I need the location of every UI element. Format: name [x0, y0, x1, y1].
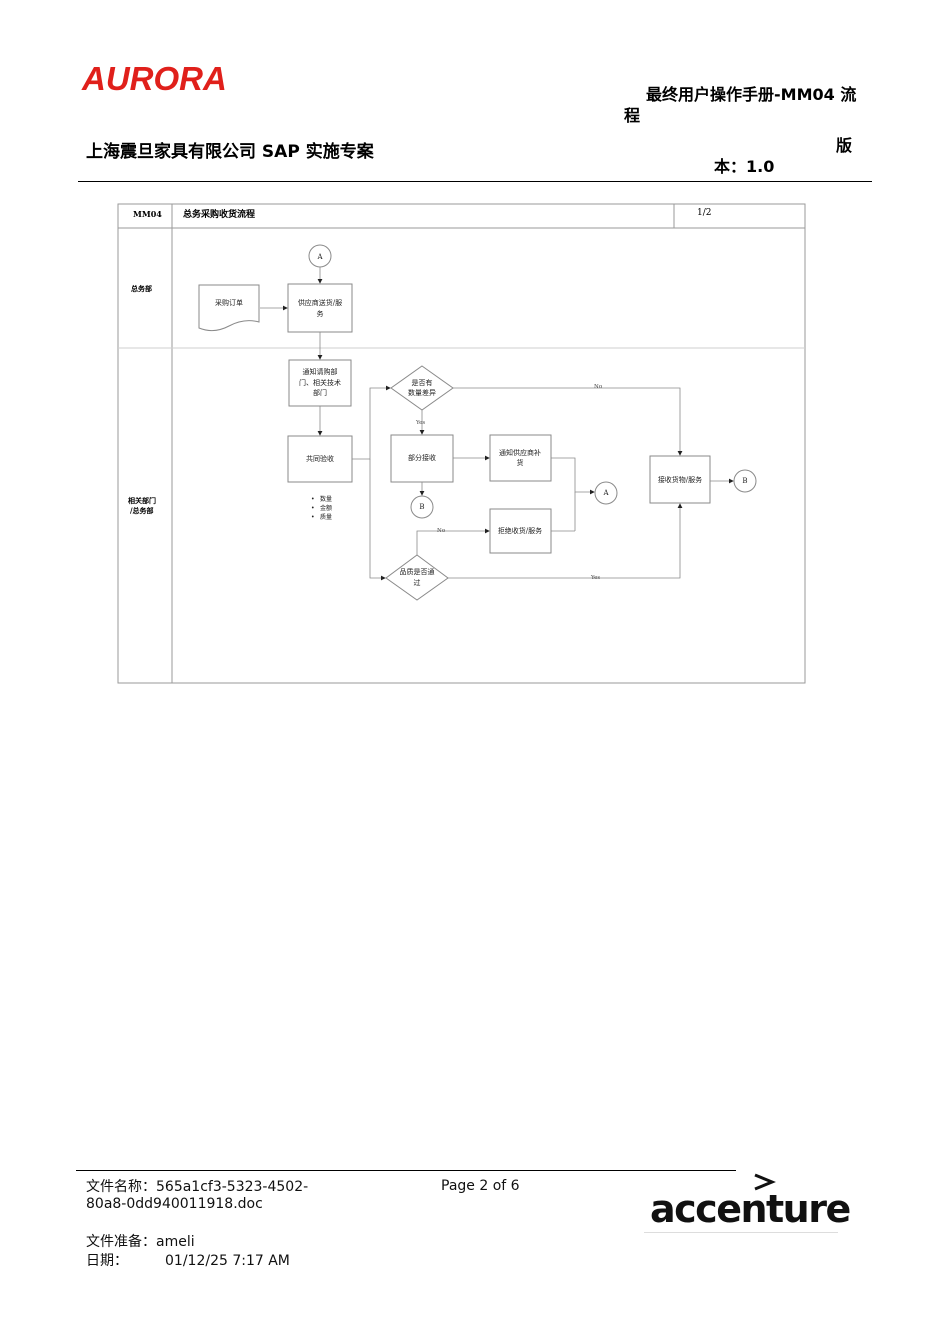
reject-label: 拒绝收货/服务: [498, 526, 542, 535]
qty-diff-diamond: [390, 365, 454, 411]
supplier-line2: 务: [317, 309, 324, 318]
footer-date-label: 日期：: [86, 1253, 128, 1269]
connector-a-top-label: A: [316, 253, 323, 261]
supplier-delivery-box: [287, 283, 353, 333]
receive-goods-box: [649, 455, 711, 504]
footer-page: Page 2 of 6: [441, 1178, 520, 1194]
notify-supplier-box: [489, 434, 552, 482]
footer-date-value: 01/12/25 7:17 AM: [165, 1253, 290, 1269]
qty-diff-line2: 数量差异: [408, 388, 436, 397]
version-line2: 本：1.0: [714, 157, 775, 176]
connector-a-right: [594, 481, 618, 505]
footer-preparer: 文件准备：ameli: [86, 1234, 195, 1250]
qty-diff-line1: 是否有: [412, 378, 433, 387]
supplier-line1: 供应商送货/服: [298, 298, 342, 307]
flowchart: MM04 总务采购收货流程 1/2 总务部 相关部门 /总务部: [117, 203, 806, 684]
notify-line1: 通知请购部: [303, 367, 338, 376]
purchase-order-doc: [198, 284, 260, 332]
accenture-logo: accenture: [650, 1187, 851, 1231]
joint-accept-label: 共同验收: [306, 454, 334, 463]
lane-label-2a: 相关部门: [128, 496, 156, 505]
notify-supplier-line1: 通知供应商补: [499, 448, 541, 457]
check-item-2: 金额: [320, 504, 332, 512]
flow-title: 总务采购收货流程: [183, 208, 255, 220]
logo-underline: [644, 1232, 838, 1233]
label-no-top: No: [594, 384, 603, 390]
check-items-list: • 数量 • 金额 • 质量: [311, 495, 332, 521]
version-line1: 版: [836, 136, 853, 155]
connector-b-right-label: B: [742, 477, 747, 485]
notify-supplier-line2: 货: [517, 458, 524, 467]
label-no-bottom: No: [437, 528, 446, 534]
quality-diamond: [385, 554, 449, 601]
svg-text:•: •: [311, 505, 315, 512]
label-yes-mid: Yes: [415, 420, 425, 426]
purchase-order-label: 采购订单: [215, 298, 243, 307]
connector-b-right: [733, 469, 757, 493]
connector-a-right-label: A: [602, 489, 609, 497]
joint-acceptance-box: [287, 435, 353, 483]
receive-goods-label: 接收货物/服务: [658, 475, 702, 484]
lane-label-1: 总务部: [131, 284, 152, 293]
accenture-chevron-icon: [754, 1173, 776, 1191]
notify-line3: 部门: [313, 388, 327, 397]
flow-frame: [117, 203, 806, 684]
company-name: 上海震旦家具有限公司 SAP 实施专案: [86, 142, 374, 162]
check-item-1: 数量: [320, 495, 332, 503]
footer-filename-line1: 文件名称：565a1cf3-5323-4502-: [86, 1179, 309, 1195]
svg-text:•: •: [311, 514, 315, 521]
quality-line2: 过: [414, 578, 421, 587]
reject-box: [489, 508, 552, 554]
doc-title-line2: 程: [624, 106, 641, 125]
connector-b-mid: [410, 495, 434, 519]
notify-line2: 门、相关技术: [299, 378, 341, 387]
lane-label-2b: /总务部: [130, 506, 154, 515]
flow-code: MM04: [133, 209, 162, 219]
footer-rule: [76, 1170, 736, 1171]
doc-title-line1: 最终用户操作手册-MM04 流: [646, 85, 857, 104]
label-yes-bottom: Yes: [590, 575, 600, 581]
flow-page: 1/2: [697, 208, 711, 218]
partial-receive-label: 部分接收: [408, 453, 436, 462]
partial-receive-box: [390, 434, 454, 483]
connector-b-mid-label: B: [419, 503, 424, 511]
svg-text:•: •: [311, 496, 315, 503]
check-item-3: 质量: [320, 513, 332, 521]
footer-filename-line2: 80a8-0dd940011918.doc: [86, 1196, 263, 1212]
quality-line1: 品质是否通: [400, 567, 435, 576]
aurora-logo: AURORA: [82, 60, 227, 97]
header-rule: [78, 181, 872, 182]
